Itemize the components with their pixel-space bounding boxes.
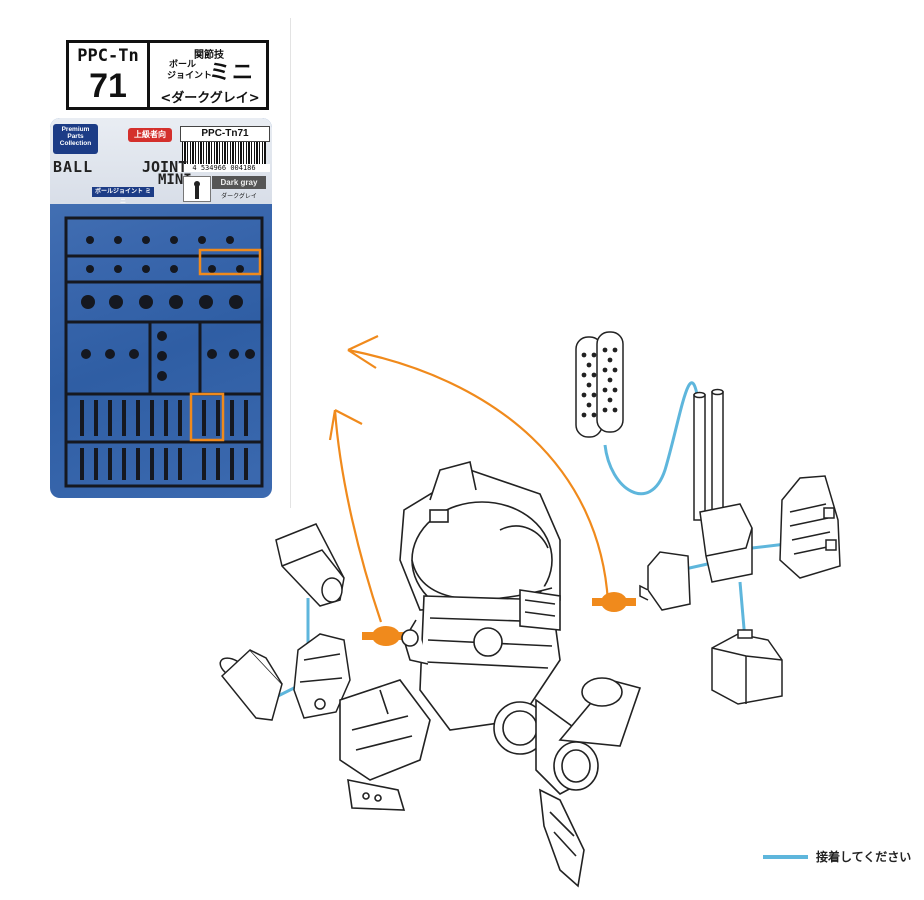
package-title-ball: BALL bbox=[53, 158, 94, 176]
product-name-mini: ミニ bbox=[209, 60, 255, 84]
arrow-curve-left bbox=[328, 409, 383, 623]
package-brand-logo: Premium Parts Collection bbox=[53, 124, 98, 154]
arrow-curve-right bbox=[347, 335, 610, 603]
product-label: PPC-Tn 71 関節技 ボール ジョイント ミニ <ダークグレイ> bbox=[66, 40, 269, 110]
ball-joint-icon bbox=[183, 176, 211, 202]
product-code-number: 71 bbox=[89, 67, 127, 105]
package-subtitle: ボールジョイント ミニ bbox=[92, 187, 154, 205]
separator-line bbox=[290, 18, 291, 508]
robot-body bbox=[339, 461, 642, 888]
package-color-kana: ダークグレイ bbox=[221, 193, 257, 200]
arm-part-left bbox=[293, 633, 351, 719]
perforated-cylinder-parts bbox=[575, 331, 624, 438]
legend-glue-line bbox=[763, 855, 808, 859]
highlight-box-upper bbox=[198, 248, 262, 276]
vent-panel-part bbox=[779, 475, 841, 579]
ball-joint-right bbox=[592, 592, 636, 612]
package-color-label: Dark gray bbox=[212, 176, 266, 189]
twin-pipe-part bbox=[693, 388, 753, 583]
package-title-joint: JOINT bbox=[142, 158, 188, 176]
product-series: 関節技 bbox=[194, 50, 224, 61]
cylinder-part-left bbox=[275, 523, 345, 607]
nozzle-part-left bbox=[219, 648, 283, 721]
sprue-frame bbox=[64, 216, 264, 488]
product-name-kana-2: ジョイント bbox=[167, 71, 213, 81]
label-divider bbox=[147, 43, 150, 107]
block-part-lower bbox=[711, 629, 783, 705]
legend-glue-text: 接着してください bbox=[816, 850, 912, 864]
product-name-kana-1: ボール bbox=[169, 60, 197, 70]
highlight-box-lower bbox=[189, 392, 225, 442]
product-package: Premium Parts Collection 上級者向 PPC-Tn71 4… bbox=[50, 118, 272, 498]
product-color: <ダークグレイ> bbox=[160, 91, 260, 106]
package-code: PPC-Tn71 bbox=[180, 126, 270, 142]
cap-part-right bbox=[639, 551, 691, 611]
barcode-icon bbox=[182, 142, 266, 164]
package-badge: 上級者向 bbox=[128, 128, 172, 142]
product-code-prefix: PPC-Tn bbox=[77, 46, 139, 66]
package-barcode-number: 4 534966 004186 bbox=[178, 164, 270, 172]
package-header: Premium Parts Collection 上級者向 PPC-Tn71 4… bbox=[50, 118, 272, 205]
